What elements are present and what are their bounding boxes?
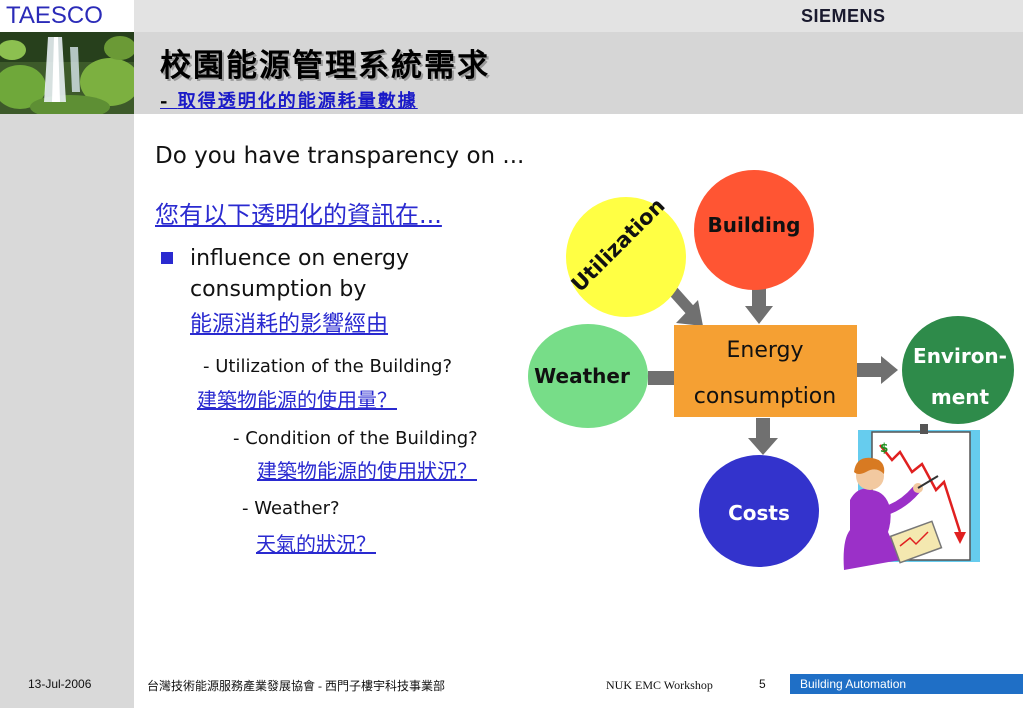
label-energy-line1: Energy bbox=[726, 338, 803, 363]
waterfall-photo bbox=[0, 32, 134, 114]
node-weather bbox=[528, 324, 648, 428]
question-cjk-text: 您有以下透明化的資訊在... bbox=[155, 201, 442, 229]
footer-page-number: 5 bbox=[759, 677, 766, 691]
bullet-line-2: consumption by bbox=[190, 277, 367, 302]
page-subtitle: - 取得透明化的能源耗量數據 bbox=[160, 87, 418, 113]
sub-item-utilization-cjk: 建築物能源的使用量？ bbox=[197, 388, 397, 412]
footer-section-banner: Building Automation bbox=[790, 674, 1023, 694]
arrow-energy-to-environment bbox=[853, 356, 898, 384]
subtitle-dash: - bbox=[160, 91, 178, 112]
label-building: Building bbox=[708, 213, 801, 237]
node-utilization bbox=[566, 197, 686, 317]
label-energy-line2: consumption bbox=[694, 384, 836, 409]
brand-area bbox=[0, 0, 134, 32]
sub-item-utilization: - Utilization of the Building? bbox=[203, 356, 453, 377]
page-title: 校園能源管理系統需求 bbox=[160, 48, 490, 84]
siemens-logo: SIEMENS bbox=[801, 6, 886, 26]
footer-organization: 台灣技術能源服務產業發展協會 - 西門子樓宇科技事業部 bbox=[147, 679, 445, 693]
bullet-cjk-text: 能源消耗的影響經由 bbox=[190, 312, 389, 337]
energy-influence-diagram: Utilization Building Weather Environ- me… bbox=[528, 170, 1014, 570]
label-environment-line2: ment bbox=[931, 385, 990, 409]
sub-item-weather: - Weather? bbox=[242, 498, 340, 519]
label-costs: Costs bbox=[728, 501, 790, 525]
top-header-band bbox=[134, 0, 1023, 32]
node-environment bbox=[902, 316, 1014, 424]
label-environment-line1: Environ- bbox=[913, 344, 1007, 368]
node-building bbox=[694, 170, 814, 290]
question-text: Do you have transparency on ... bbox=[155, 143, 525, 169]
sub-item-condition-cjk: 建築物能源的使用狀況？ bbox=[257, 459, 477, 483]
title-band bbox=[134, 32, 1023, 114]
footer-event: NUK EMC Workshop bbox=[606, 678, 713, 692]
footer-date: 13-Jul-2006 bbox=[28, 677, 92, 691]
left-sidebar-band bbox=[0, 0, 134, 708]
arrow-energy-to-costs bbox=[748, 418, 778, 455]
svg-text:$: $ bbox=[880, 441, 888, 455]
bullet-line-1: influence on energy bbox=[190, 246, 410, 271]
sub-item-weather-cjk: 天氣的狀況？ bbox=[256, 532, 376, 556]
sub-item-condition: - Condition of the Building? bbox=[233, 428, 478, 449]
bullet-text: influence on energy consumption by bbox=[190, 243, 409, 305]
presenter-chart-clipart: $ bbox=[843, 424, 980, 570]
subtitle-text: 取得透明化的能源耗量數據 bbox=[177, 91, 418, 112]
node-costs bbox=[699, 455, 819, 567]
brand-text: TAESCO bbox=[6, 2, 103, 29]
node-energy-consumption bbox=[674, 325, 857, 417]
bullet-square-icon bbox=[161, 252, 173, 264]
label-weather: Weather bbox=[534, 364, 630, 388]
